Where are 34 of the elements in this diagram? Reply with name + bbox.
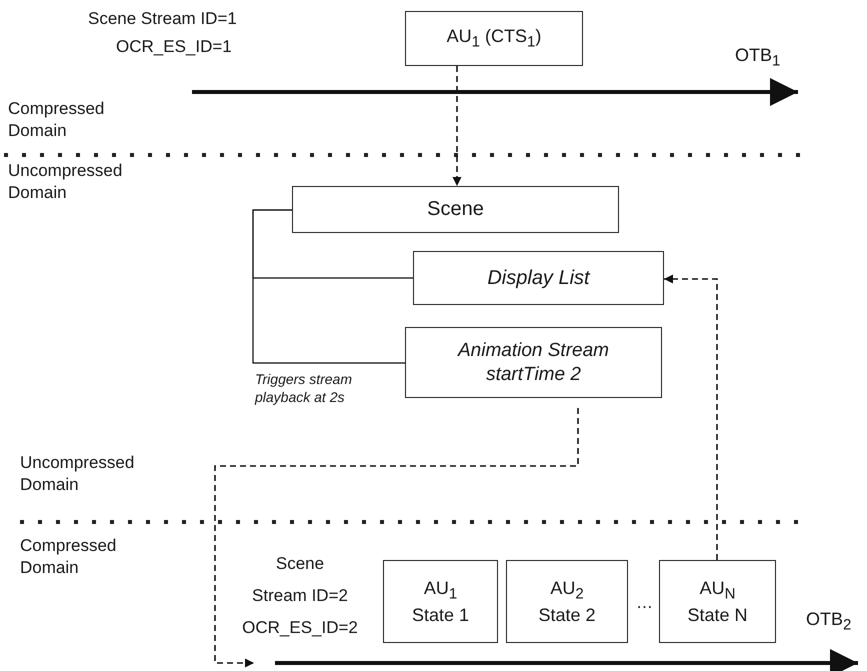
label-text: OTB$_{2}$ xyxy=(806,608,852,636)
label-text: Uncompressed Domain xyxy=(8,160,124,204)
box-text: State 1 xyxy=(412,604,470,626)
label-text: OCR_ES_ID=1 xyxy=(116,36,232,58)
box-text: Animation Stream startTime 2 xyxy=(456,338,610,386)
dashed-arrow xyxy=(664,274,718,560)
process-box xyxy=(659,560,776,643)
box-text: AU$_{2}$ xyxy=(550,576,584,604)
label-text: Scene Stream ID=1 xyxy=(88,8,237,30)
process-box xyxy=(413,251,664,305)
process-box xyxy=(405,327,662,398)
box-text: AU$_{1}$ (CTS$_{1}$) xyxy=(446,24,542,52)
label-text: OCR_ES_ID=2 xyxy=(241,617,359,639)
box-text: State N xyxy=(687,604,748,626)
connector-line xyxy=(252,209,405,364)
dashed-arrow xyxy=(214,408,579,668)
process-box xyxy=(292,186,619,233)
box-text: AU$_{N}$ xyxy=(700,576,736,604)
label-text: Stream ID=2 xyxy=(251,585,349,607)
label-text: OTB$_{1}$ xyxy=(735,44,780,72)
dashed-arrow xyxy=(452,66,462,186)
label-text: Scene xyxy=(274,553,326,575)
label-text: … xyxy=(636,592,653,614)
box-text: State 2 xyxy=(538,604,596,626)
box-text: Scene xyxy=(427,197,484,222)
label-text: Compressed Domain xyxy=(20,535,118,580)
box-text: AU$_{1}$ xyxy=(424,576,458,604)
process-box xyxy=(506,560,628,643)
label-text: Uncompressed Domain xyxy=(20,452,136,496)
process-box xyxy=(405,11,583,66)
process-box xyxy=(383,560,498,643)
box-text: Display List xyxy=(487,266,590,290)
label-text: Compressed Domain xyxy=(8,98,106,142)
label-text: Triggers stream playback at 2s xyxy=(255,370,353,406)
